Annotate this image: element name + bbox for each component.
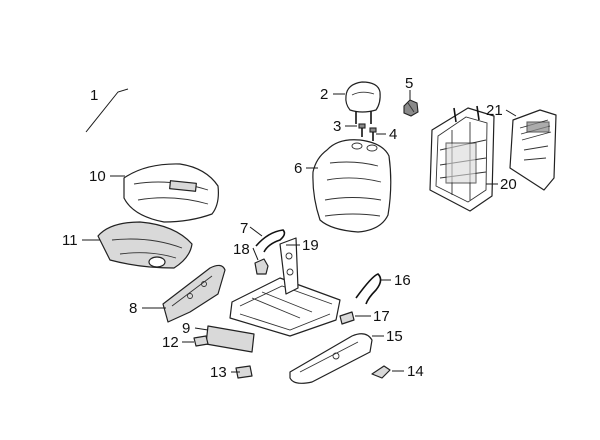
part-21-back-panel [509,109,557,191]
part-5-knob [403,99,419,117]
callout-2: 2 [320,86,328,103]
callout-5: 5 [405,75,413,92]
callout-20: 20 [500,176,517,193]
part-14-lever [371,365,391,379]
callout-4: 4 [389,126,397,143]
part-11-seat-pan [97,221,193,269]
part-7-wire-hook [255,229,286,253]
part-6-seatback-cushion [312,139,392,233]
callout-6: 6 [294,160,302,177]
callout-21: 21 [486,102,503,119]
callout-17: 17 [373,308,390,325]
callout-13: 13 [210,364,227,381]
callout-16: 16 [394,272,411,289]
callout-14: 14 [407,363,424,380]
callout-9: 9 [182,320,190,337]
leader-lines [82,90,517,373]
callout-11: 11 [62,232,78,249]
callout-15: 15 [386,328,403,345]
part-12-clip [193,335,209,347]
callout-19: 19 [302,237,319,254]
callout-10: 10 [89,168,106,185]
callout-7: 7 [240,220,248,237]
part-2-headrest [345,81,381,124]
part-10-seat-cushion [123,163,219,223]
callout-18: 18 [233,241,250,258]
callout-12: 12 [162,334,179,351]
part-4-headrest-guide [369,127,377,141]
part-17-bracket [339,311,355,325]
part-13-clip [235,365,253,379]
callout-1: 1 [90,87,98,104]
part-16-wire-hook [355,273,382,305]
part-1-assembly-indicator [85,88,129,133]
callout-8: 8 [129,300,137,317]
part-15-side-shield [289,333,373,384]
callout-labels: 1 2 3 4 5 6 7 8 9 10 11 12 13 14 15 16 1… [62,75,517,381]
callout-3: 3 [333,118,341,135]
part-9-trim-strip [205,325,255,353]
part-20-seatback-frame [429,105,495,212]
part-3-headrest-guide [358,123,366,137]
part-8-side-bracket [162,264,226,323]
part-19-seat-frame [229,237,341,337]
part-18-bracket [254,258,269,275]
